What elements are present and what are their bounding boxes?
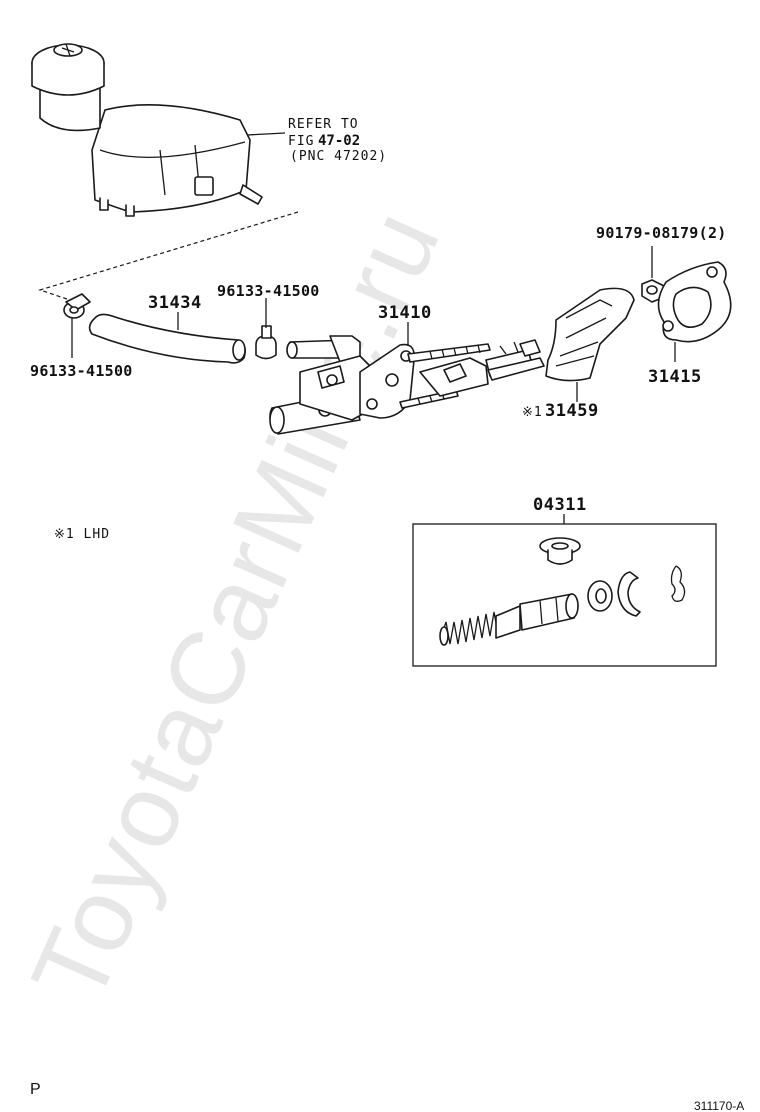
- reservoir-hose: [88, 313, 246, 364]
- figure-id: 311170-A: [694, 1099, 744, 1112]
- label-clamp-right: 96133-41500: [217, 282, 320, 300]
- reservoir-tank: [31, 43, 263, 217]
- master-cylinder: [269, 339, 545, 435]
- reference-line2-prefix: FIG: [288, 134, 314, 149]
- corner-letter: P: [30, 1081, 41, 1098]
- label-master-cylinder: 31410: [378, 303, 432, 323]
- repair-kit-box: [412, 523, 717, 667]
- insulator: [545, 287, 635, 382]
- label-repair-kit: 04311: [533, 495, 587, 515]
- label-gasket: 31415: [648, 367, 702, 387]
- label-hose: 31434: [148, 293, 202, 313]
- reference-pnc: (PNC 47202): [290, 149, 387, 164]
- hose-clamp-left: [63, 293, 91, 319]
- repair-kit-parts: [439, 537, 686, 646]
- label-insulator-mark: ※1: [522, 405, 543, 420]
- nut: [641, 279, 665, 303]
- note-lhd: ※1 LHD: [54, 527, 110, 542]
- hose-clamp-right: [255, 325, 277, 360]
- label-insulator: 31459: [545, 401, 599, 421]
- connection-dashed-line: [38, 211, 299, 301]
- reference-figure-number: 47-02: [318, 133, 360, 149]
- gasket: [657, 261, 732, 343]
- reference-line1: REFER TO: [288, 117, 359, 132]
- label-nut: 90179-08179(2): [596, 224, 727, 242]
- inlet-pipe: [286, 335, 361, 363]
- label-clamp-left: 96133-41500: [30, 362, 133, 380]
- reference-leader: [246, 132, 286, 136]
